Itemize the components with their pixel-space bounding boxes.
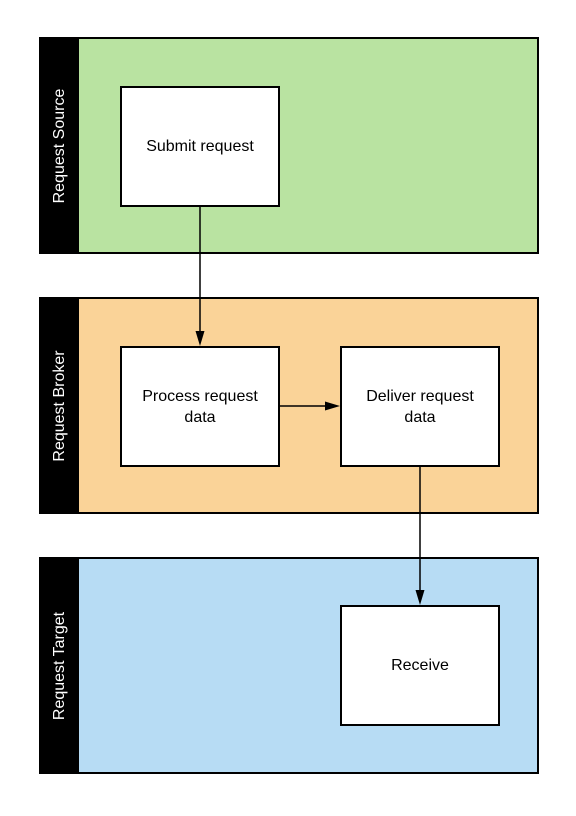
node-receive[interactable]: Receive	[340, 605, 500, 726]
lane-label-request-broker: Request Broker	[51, 349, 68, 462]
node-deliver-request-data[interactable]: Deliver request data	[340, 346, 500, 467]
lane-label-request-source: Request Source	[51, 88, 68, 203]
lane-header-request-source: Request Source	[41, 39, 79, 252]
node-process-request-data[interactable]: Process request data	[120, 346, 280, 467]
node-submit-request-label: Submit request	[146, 138, 254, 155]
lane-header-request-target: Request Target	[41, 559, 79, 772]
node-deliver-request-data-label: Deliver request data	[366, 387, 474, 426]
node-submit-request[interactable]: Submit request	[120, 86, 280, 207]
lane-request-source: Request Source	[39, 37, 539, 254]
node-process-request-data-label: Process request data	[142, 387, 258, 426]
node-receive-label: Receive	[391, 657, 449, 674]
lane-header-request-broker: Request Broker	[41, 299, 79, 512]
lane-label-request-target: Request Target	[51, 611, 68, 720]
